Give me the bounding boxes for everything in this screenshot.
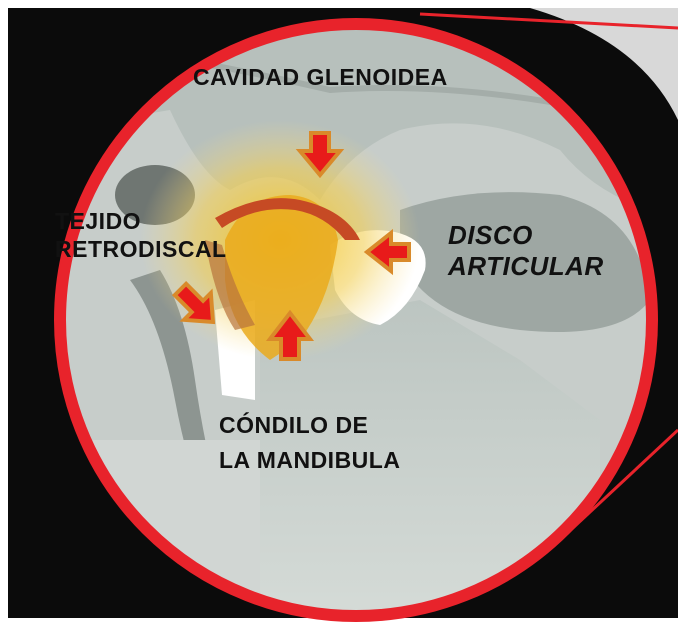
label-disco-articular: DISCO ARTICULAR [448,220,604,282]
label-cavidad-glenoidea: CAVIDAD GLENOIDEA [193,64,448,92]
label-condilo-mandibula: CÓNDILO DE LA MANDIBULA [219,408,400,477]
label-tejido-line1: TEJIDO [55,208,227,236]
label-tejido-line2: RETRODISCAL [55,236,227,264]
label-tejido-retrodiscal: TEJIDO RETRODISCAL [55,208,227,263]
label-disco-line2: ARTICULAR [448,251,604,282]
label-condilo-line2: LA MANDIBULA [219,443,400,478]
label-condilo-line1: CÓNDILO DE [219,408,400,443]
label-disco-line1: DISCO [448,220,604,251]
